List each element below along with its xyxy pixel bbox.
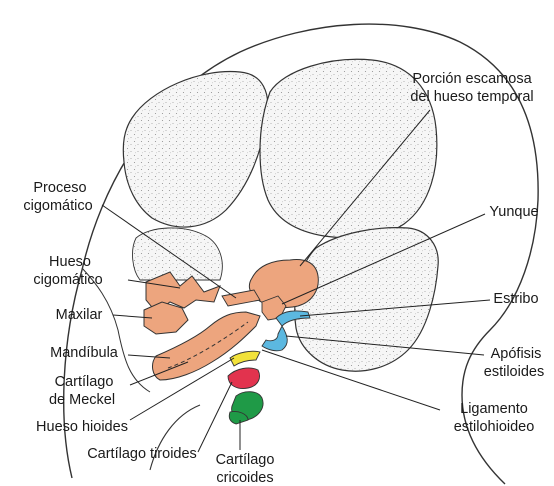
- label-zygomatic-process-1: Proceso: [33, 180, 86, 196]
- styloid-process: [262, 326, 287, 351]
- label-zygomatic-bone-2: cigomático: [33, 272, 102, 288]
- label-zygomatic-bone-1: Hueso: [49, 254, 91, 270]
- hyoid-bone: [230, 351, 260, 366]
- label-zygomatic-process-2: cigomático: [23, 198, 92, 214]
- label-incus: Yunque: [489, 204, 538, 220]
- label-thyroid: Cartílago tiroides: [87, 446, 197, 462]
- thyroid-cartilage: [228, 368, 260, 389]
- label-styloid-1: Apófisis: [491, 346, 542, 362]
- label-hyoid: Hueso hioides: [36, 419, 128, 435]
- label-meckel-2: de Meckel: [49, 392, 115, 408]
- label-cricoid-2: cricoides: [216, 470, 273, 486]
- label-cricoid-1: Cartílago: [216, 452, 275, 468]
- label-meckel-1: Cartílago: [55, 374, 114, 390]
- label-ligament-1: Ligamento: [460, 401, 528, 417]
- label-maxilla: Maxilar: [56, 307, 103, 323]
- label-squamous-2: del hueso temporal: [410, 89, 533, 105]
- label-styloid-2: estiloides: [484, 364, 544, 380]
- occipital-bone: [295, 228, 438, 372]
- frontal-bone: [123, 72, 267, 227]
- label-stapes: Estribo: [493, 291, 538, 307]
- label-ligament-2: estilohioideo: [454, 419, 535, 435]
- label-mandible: Mandíbula: [50, 345, 119, 361]
- parietal-bone: [260, 59, 437, 238]
- label-squamous-1: Porción escamosa: [412, 71, 532, 87]
